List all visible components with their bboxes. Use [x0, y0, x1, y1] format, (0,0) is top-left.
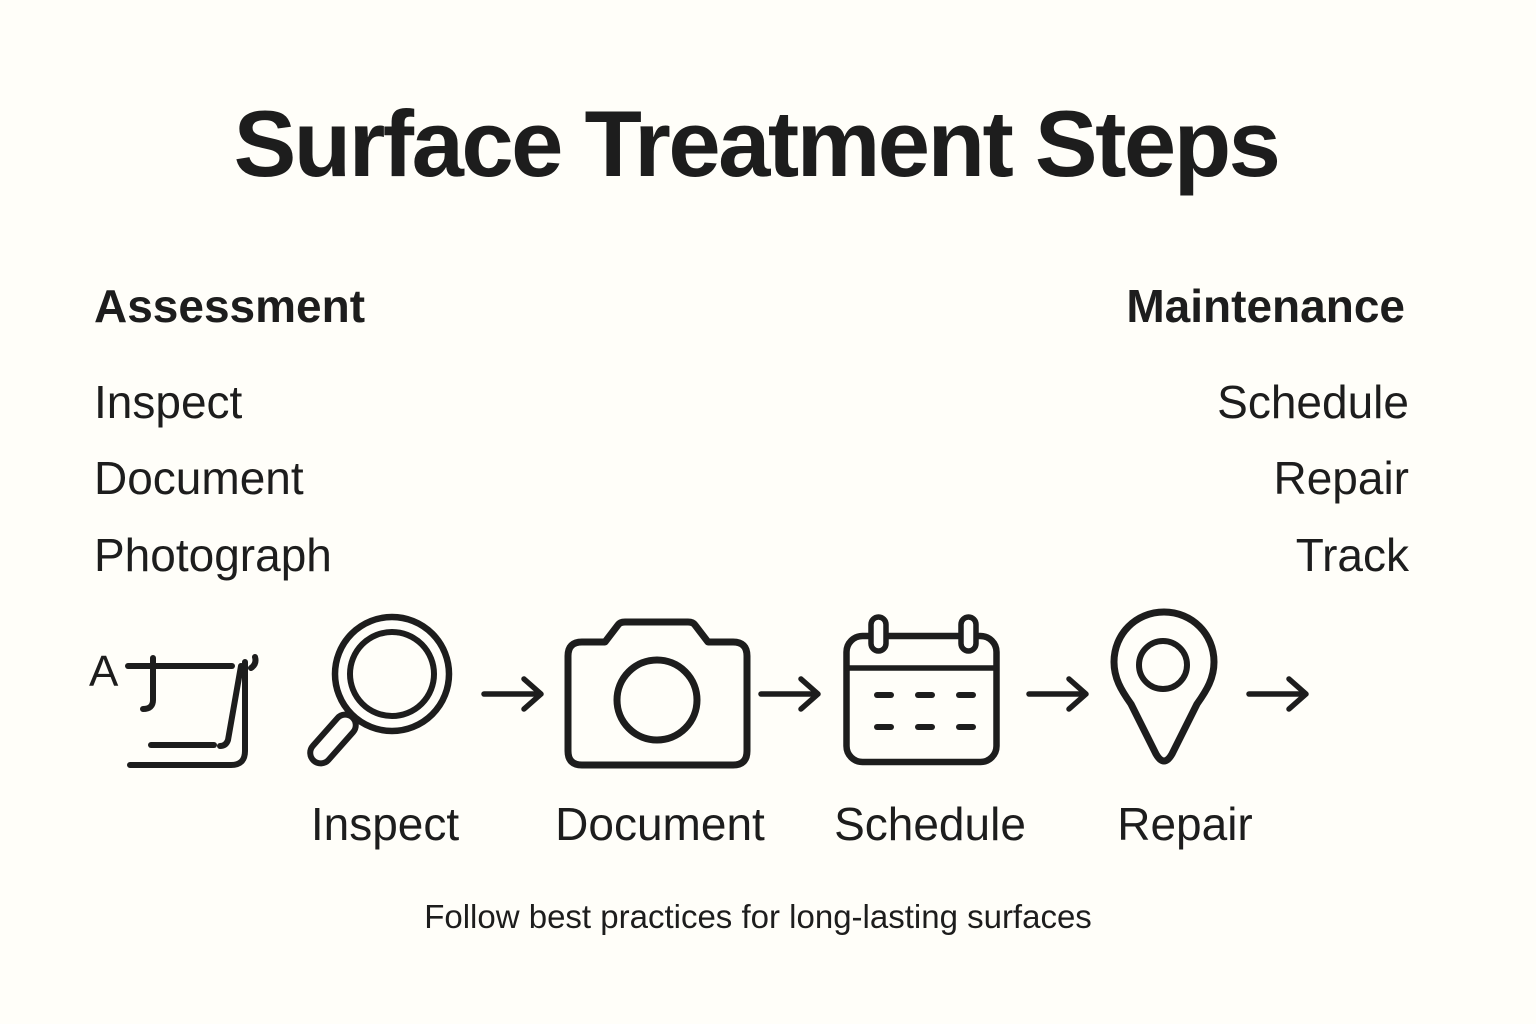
list-item-track: Track	[1295, 529, 1409, 581]
magnifier-icon	[307, 613, 453, 767]
location-pin-icon	[1110, 608, 1218, 765]
footer-note: Follow best practices for long-lasting s…	[424, 898, 1092, 935]
step-label-inspect: Inspect	[310, 798, 460, 850]
step-label-repair: Repair	[1117, 798, 1253, 850]
right-arrow-icon	[758, 676, 821, 712]
camera-icon	[564, 618, 751, 769]
list-item-photograph: Photograph	[94, 529, 332, 581]
surface-sketch-icon	[125, 654, 259, 768]
annotation-a-label: A	[89, 647, 119, 696]
step-label-schedule: Schedule	[834, 798, 1026, 850]
calendar-icon	[843, 614, 1000, 766]
list-item-inspect: Inspect	[94, 376, 243, 428]
page-title: Surface Treatment Steps	[233, 91, 1281, 196]
right-arrow-icon	[481, 676, 544, 712]
list-item-document: Document	[94, 452, 304, 504]
right-arrow-icon	[1026, 676, 1089, 712]
right-arrow-icon	[1246, 676, 1309, 712]
list-item-repair: Repair	[1273, 452, 1409, 504]
list-item-schedule: Schedule	[1217, 376, 1409, 428]
step-label-document: Document	[555, 798, 765, 850]
column-header-maintenance: Maintenance	[1126, 280, 1405, 332]
column-header-assessment: Assessment	[94, 280, 366, 332]
